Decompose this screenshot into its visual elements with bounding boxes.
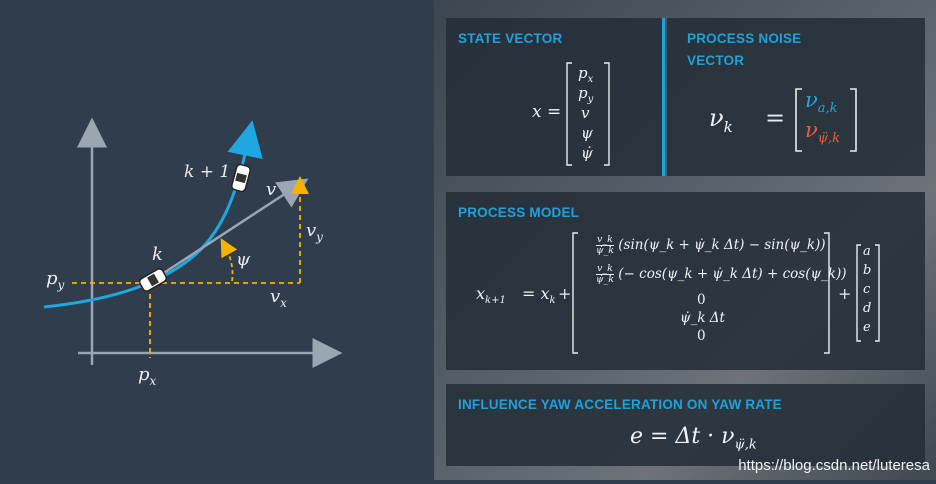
state-vector-title: STATE VECTOR [458, 31, 563, 46]
noise-c: c [863, 282, 871, 297]
label-psi: ψ [236, 249, 251, 270]
noise-a: a [863, 244, 871, 259]
state-vector-panel: STATE VECTOR x = px py v ψ ψ̇ [446, 18, 662, 176]
model-row4: ψ̇_k Δt [680, 310, 725, 326]
car-k1-icon [231, 163, 251, 193]
state-entry-psidot: ψ̇ [581, 144, 593, 162]
state-entry-v: v [581, 104, 590, 122]
model-eq: = xk [522, 284, 556, 307]
model-noise-bracket [856, 244, 880, 342]
velocity-vector [149, 178, 309, 284]
noise-eq: = [765, 104, 786, 132]
car-k-icon [138, 268, 168, 292]
state-vector-lhs: x = [532, 102, 562, 122]
model-plus: + [558, 284, 572, 303]
diagram-svg: py px k k + 1 v vy vx ψ [43, 117, 343, 388]
label-v: v [266, 179, 276, 200]
label-px: px [138, 364, 157, 388]
noise-d: d [863, 301, 872, 316]
label-k: k [152, 244, 163, 265]
noise-entry-psi: νψ̈,k [805, 118, 840, 147]
model-row5: 0 [697, 328, 706, 344]
model-row3: 0 [697, 292, 706, 308]
label-vy: vy [306, 220, 323, 244]
process-noise-title: PROCESS NOISE VECTOR [687, 31, 802, 68]
divider-bar [662, 18, 665, 176]
noise-entry-a: νa,k [805, 88, 838, 117]
model-row2: v_k ψ̇_k (− cos(ψ_k + ψ̇_k Δt) + cos(ψ_k… [596, 263, 847, 285]
kinematics-diagram: py px k k + 1 v vy vx ψ [0, 0, 434, 480]
noise-bracket [795, 88, 857, 152]
noise-e: e [863, 320, 871, 335]
model-row1: v_k ψ̇_k (sin(ψ_k + ψ̇_k Δt) − sin(ψ_k)) [596, 234, 826, 256]
noise-lhs: νk [709, 104, 733, 136]
process-model-panel: PROCESS MODEL xk+1 = xk + v_k ψ̇_k (sin(… [446, 192, 925, 370]
state-entry-py: py [578, 84, 594, 105]
yaw-influence-title: INFLUENCE YAW ACCELERATION ON YAW RATE [458, 397, 782, 412]
psi-arc [220, 238, 238, 282]
model-bracket [572, 232, 830, 354]
label-vx: vx [270, 286, 287, 310]
state-entry-psi: ψ [581, 124, 593, 142]
noise-b: b [863, 263, 872, 278]
state-vector-bracket [566, 62, 610, 166]
yaw-influence-panel: INFLUENCE YAW ACCELERATION ON YAW RATE e… [446, 384, 925, 466]
label-py: py [46, 268, 65, 292]
label-k1: k + 1 [184, 162, 230, 182]
process-model-title: PROCESS MODEL [458, 205, 580, 220]
state-entry-px: px [578, 64, 594, 85]
model-lhs: xk+1 [476, 284, 506, 307]
process-noise-panel: PROCESS NOISE VECTOR νk = νa,k νψ̈,k [662, 18, 925, 176]
model-plus2: + [838, 284, 852, 303]
yaw-equation: e = Δt · νψ̈,k [630, 424, 757, 453]
watermark: https://blog.csdn.net/luteresa [738, 457, 930, 474]
equations-area: STATE VECTOR x = px py v ψ ψ̇ PROCESS NO… [434, 0, 936, 480]
